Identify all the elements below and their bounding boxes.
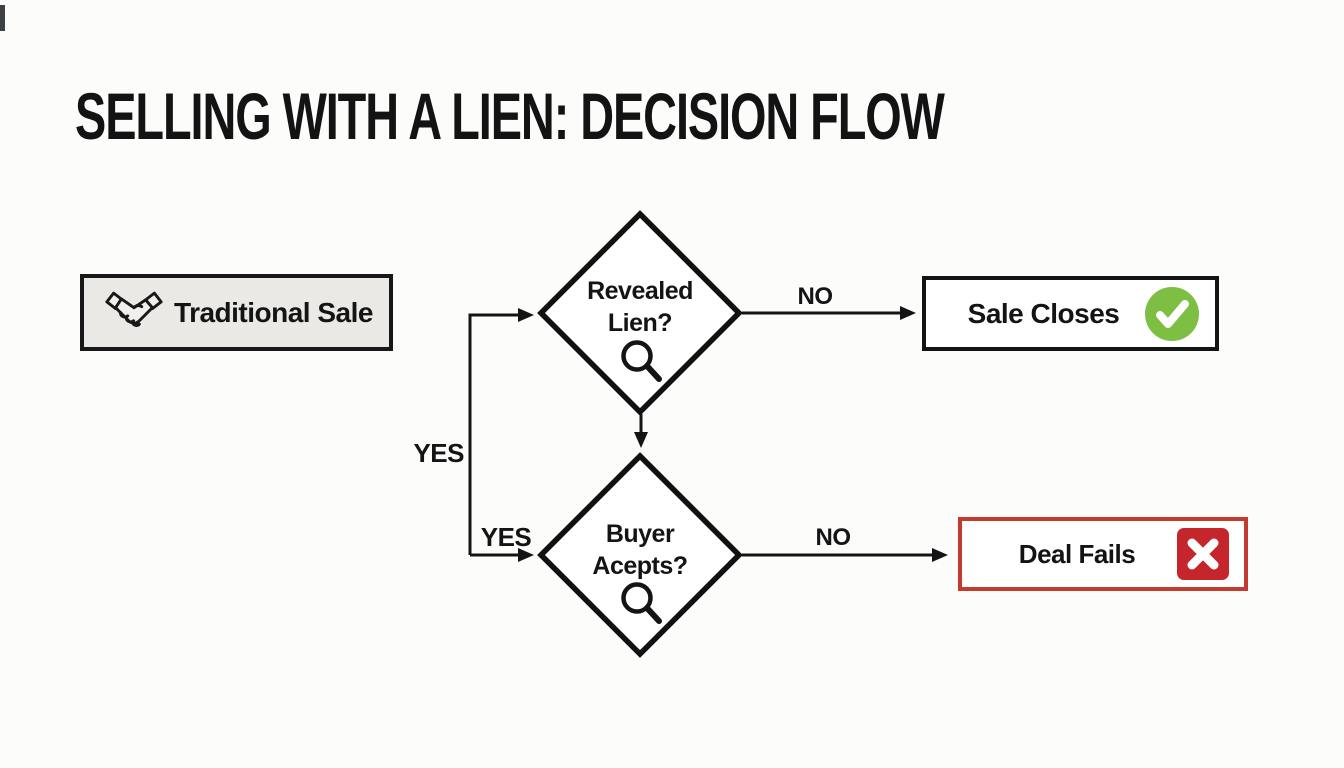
node-deal-fails: Deal Fails — [958, 517, 1248, 591]
decision2-diamond — [537, 452, 743, 658]
x-icon — [1177, 528, 1229, 580]
decision1-label-line1: Revealed — [587, 277, 693, 305]
node-label: Sale Closes — [967, 297, 1120, 329]
decision1-label-line2: Lien? — [607, 309, 673, 337]
scan-corner-artifact — [0, 5, 5, 31]
magnifier-icon — [621, 582, 662, 624]
decision2-label-line1: Buyer — [605, 520, 675, 548]
decision1-label: Revealed Lien? — [540, 275, 740, 339]
decision1-diamond — [537, 210, 743, 416]
page-title: SELLING WITH A LIEN: DECISION FLOW — [75, 79, 945, 153]
node-label: Traditional Sale — [174, 296, 373, 328]
check-icon — [1145, 286, 1199, 341]
handshake-icon — [102, 289, 166, 336]
node-label: Deal Fails — [1018, 538, 1136, 569]
node-sale-closes: Sale Closes — [922, 276, 1219, 351]
edge-label-yes-2: YES — [480, 522, 532, 552]
edge-yes-branch — [468, 308, 534, 555]
edge-label-yes-1: YES — [413, 438, 464, 468]
decision2-label-line2: Acepts? — [592, 552, 688, 580]
edge-label-no-1: NO — [797, 283, 834, 310]
magnifier-icon — [621, 340, 662, 382]
node-traditional-sale: Traditional Sale — [80, 274, 393, 351]
edge-label-no-2: NO — [815, 524, 852, 551]
decision2-label: Buyer Acepts? — [540, 518, 740, 582]
